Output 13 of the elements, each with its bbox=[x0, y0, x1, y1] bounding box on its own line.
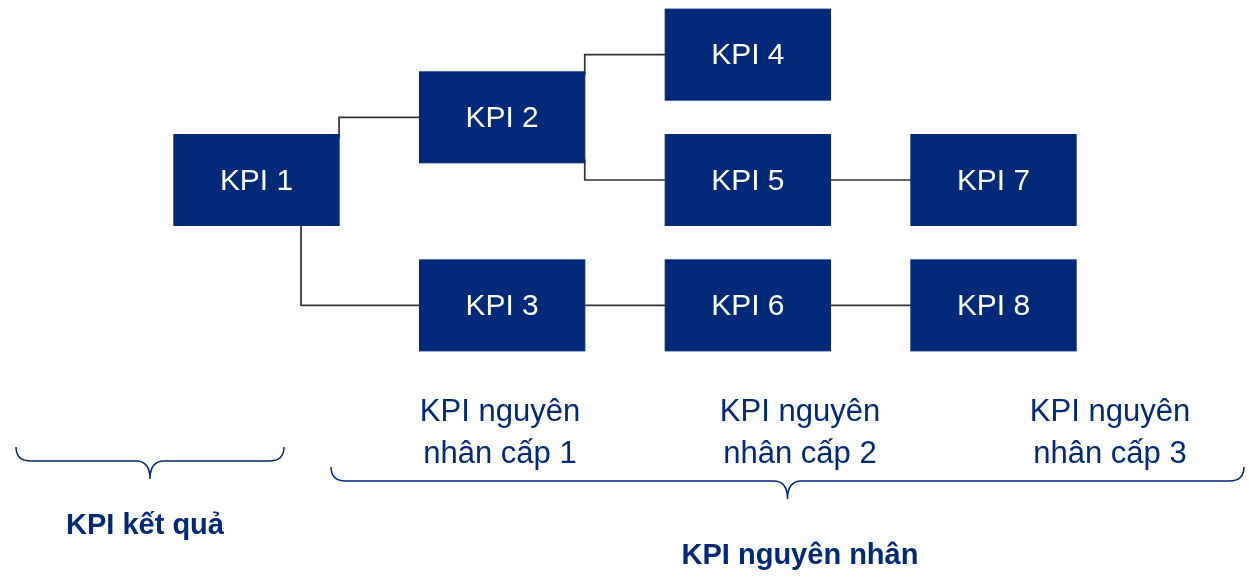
node-box: KPI 6 bbox=[664, 259, 831, 352]
node-box: KPI 5 bbox=[664, 134, 831, 226]
node-box: KPI 2 bbox=[419, 71, 586, 164]
level-label: KPI nguyên nhân cấp 1 bbox=[418, 392, 582, 472]
level-label: KPI nguyên nhân cấp 2 bbox=[718, 392, 882, 472]
node-box: KPI 4 bbox=[664, 8, 831, 101]
node-box: KPI 8 bbox=[910, 259, 1077, 352]
node-box: KPI 7 bbox=[910, 134, 1077, 226]
level-label: KPI nguyên nhân cấp 3 bbox=[1028, 392, 1192, 472]
node-box: KPI 1 bbox=[173, 134, 340, 226]
group-label: KPI nguyên nhân bbox=[680, 537, 920, 572]
group-label: KPI kết quả bbox=[65, 507, 225, 542]
node-box: KPI 3 bbox=[419, 259, 586, 352]
